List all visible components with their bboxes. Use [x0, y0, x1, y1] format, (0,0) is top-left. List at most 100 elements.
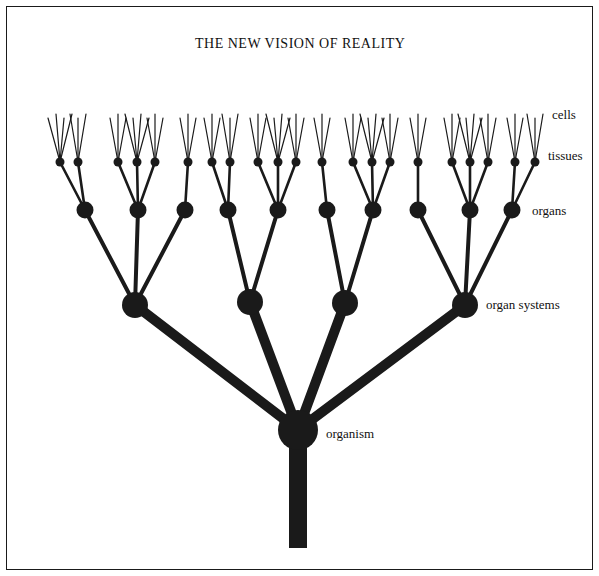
- branch-line: [228, 210, 250, 302]
- node-dot: [226, 158, 235, 167]
- branch-line: [368, 118, 372, 162]
- branch-line: [345, 210, 373, 303]
- node-dot: [511, 158, 520, 167]
- node-dot: [368, 158, 377, 167]
- branch-line: [266, 114, 278, 162]
- branch-line: [470, 118, 482, 162]
- branch-line: [56, 114, 60, 162]
- node-dot: [130, 202, 147, 219]
- branch-line: [230, 114, 238, 162]
- node-dots: [56, 158, 540, 451]
- branch-line: [70, 114, 78, 162]
- branch-line: [360, 114, 372, 162]
- node-dot: [184, 158, 193, 167]
- branch-line: [389, 114, 390, 162]
- node-dot: [74, 158, 83, 167]
- branch-line: [133, 118, 137, 162]
- branch-line: [458, 114, 470, 162]
- node-dot: [122, 292, 148, 318]
- node-dot: [274, 158, 283, 167]
- branch-line: [118, 118, 126, 162]
- node-dot: [349, 158, 358, 167]
- branch-line: [222, 114, 230, 162]
- branch-line: [390, 118, 398, 162]
- branch-line: [480, 118, 488, 162]
- branch-line: [487, 114, 488, 162]
- branch-line: [212, 118, 220, 162]
- node-dot: [278, 410, 318, 450]
- node-dot: [531, 158, 540, 167]
- branch-line: [180, 118, 188, 162]
- node-dot: [208, 158, 217, 167]
- branch-line: [534, 118, 535, 162]
- node-dot: [177, 202, 194, 219]
- branch-line: [125, 114, 137, 162]
- node-dot: [114, 158, 123, 167]
- node-dot: [448, 158, 457, 167]
- branch-line: [382, 118, 390, 162]
- branch-line: [418, 118, 426, 162]
- node-dot: [386, 158, 395, 167]
- node-dot: [484, 158, 493, 167]
- branch-line: [110, 118, 118, 162]
- branch-line: [515, 118, 523, 162]
- branch-line: [327, 210, 345, 303]
- node-dot: [332, 290, 358, 316]
- branch-line: [444, 118, 452, 162]
- branch-line: [295, 114, 296, 162]
- branch-line: [314, 118, 322, 162]
- branch-line: [410, 118, 418, 162]
- level-label: tissues: [548, 148, 583, 164]
- branch-line: [322, 118, 330, 162]
- branch-line: [229, 118, 230, 162]
- branch-line: [353, 118, 361, 162]
- branch-line: [535, 114, 543, 162]
- branch-line: [187, 114, 188, 162]
- level-label: organ systems: [486, 297, 560, 313]
- branch-line: [250, 210, 278, 302]
- node-dot: [410, 202, 427, 219]
- node-dot: [133, 158, 142, 167]
- branch-line: [188, 118, 196, 162]
- branch-line: [117, 114, 118, 162]
- branch-line: [137, 118, 149, 162]
- branch-line: [352, 114, 353, 162]
- branch-line: [154, 114, 155, 162]
- node-dot: [319, 202, 336, 219]
- branch-line: [258, 118, 266, 162]
- branch-line: [77, 118, 78, 162]
- node-dot: [292, 158, 301, 167]
- node-dot: [414, 158, 423, 167]
- branch-line: [60, 114, 72, 162]
- level-label: organs: [532, 203, 566, 219]
- branch-line: [452, 118, 460, 162]
- node-dot: [151, 158, 160, 167]
- branch-line: [155, 118, 163, 162]
- branch-line: [250, 302, 298, 430]
- node-dot: [466, 158, 475, 167]
- branch-line: [135, 210, 185, 305]
- branch-line: [465, 210, 470, 305]
- branch-line: [296, 118, 304, 162]
- branches: [48, 114, 543, 430]
- branch-line: [507, 118, 515, 162]
- branch-line: [204, 118, 212, 162]
- branch-line: [465, 210, 512, 305]
- node-dot: [504, 202, 521, 219]
- branch-line: [257, 114, 258, 162]
- branch-line: [85, 210, 135, 305]
- frame-border: [7, 7, 593, 570]
- branch-line: [135, 210, 138, 305]
- branch-line: [451, 114, 452, 162]
- node-dot: [318, 158, 327, 167]
- branch-line: [298, 305, 465, 430]
- branch-line: [211, 114, 212, 162]
- branch-line: [466, 118, 470, 162]
- branch-line: [417, 114, 418, 162]
- branch-line: [488, 118, 496, 162]
- branch-line: [345, 118, 353, 162]
- branch-line: [418, 210, 465, 305]
- branch-line: [372, 118, 384, 162]
